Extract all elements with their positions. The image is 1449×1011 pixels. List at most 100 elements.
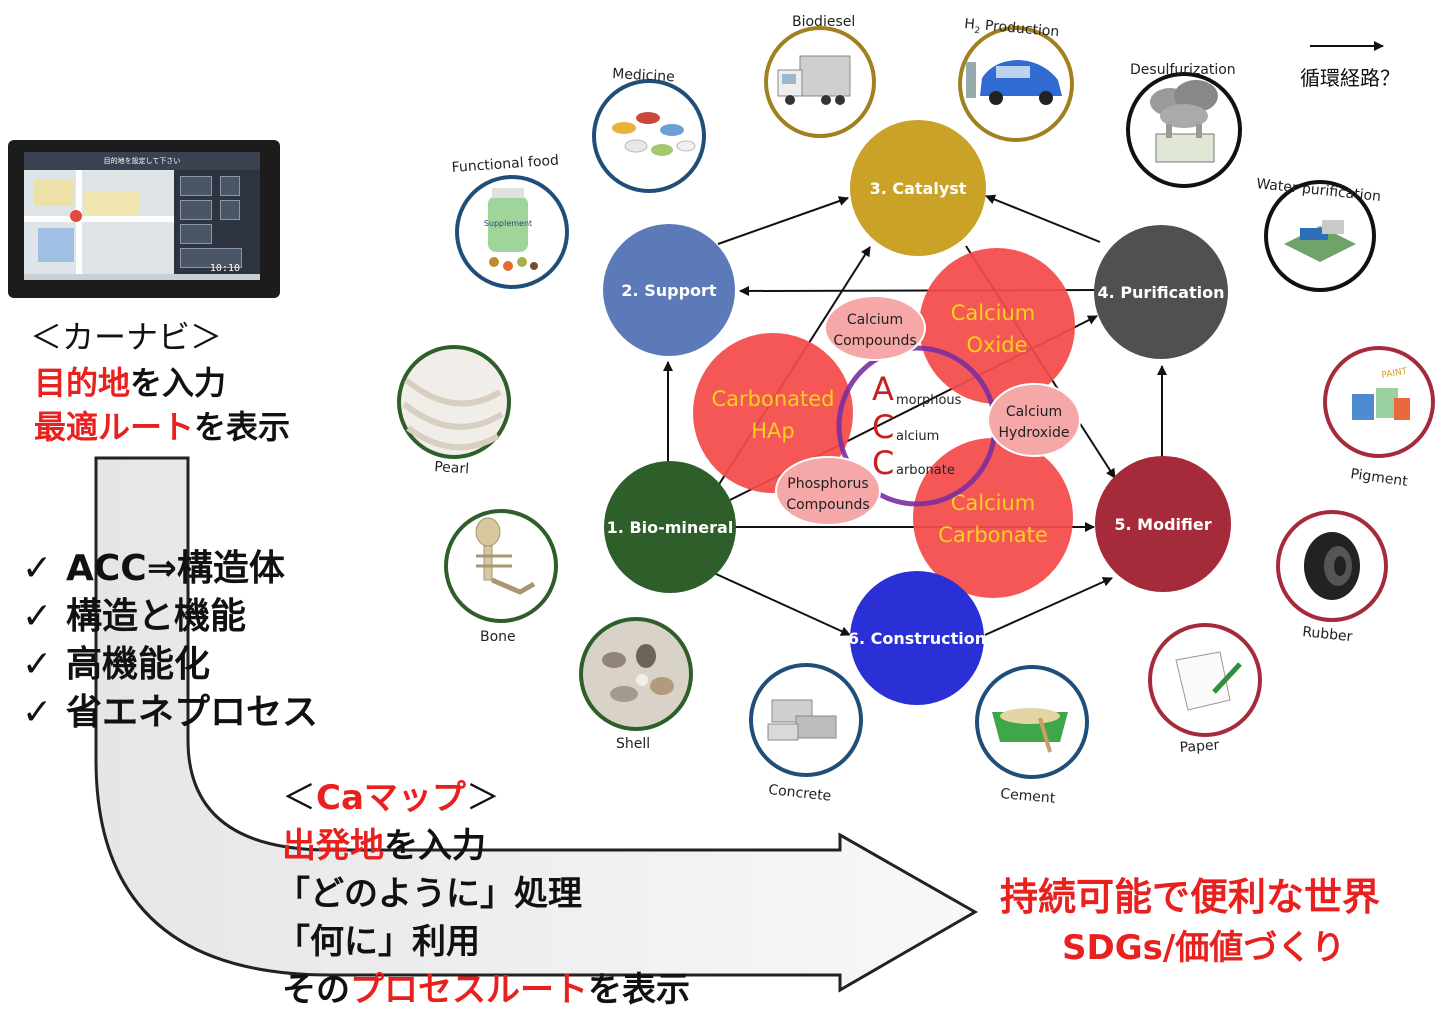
navi-clock: 10:10 xyxy=(209,263,240,274)
svg-text:Compounds: Compounds xyxy=(786,497,869,513)
skeleton-icon xyxy=(475,517,536,595)
node-support[interactable]: 2. Support xyxy=(603,224,735,356)
car-navigation-device: 目的地を設定して下さい 10:10 xyxy=(8,140,280,298)
app-pearl[interactable]: Pearl xyxy=(397,345,511,477)
factory-icon xyxy=(1150,80,1218,163)
app-concrete[interactable]: Concrete xyxy=(749,663,863,805)
app-shell[interactable]: Shell xyxy=(579,617,693,752)
navi-button[interactable] xyxy=(180,248,242,268)
navi-button[interactable] xyxy=(180,200,212,220)
checklist-item: ✓省エネプロセス xyxy=(22,689,318,737)
check-icon: ✓ xyxy=(22,644,53,685)
pearls-icon xyxy=(402,377,504,451)
node-purification[interactable]: 4. Purification xyxy=(1094,225,1228,359)
svg-text:Pearl: Pearl xyxy=(434,459,470,477)
car-navi-line2: 最適ルートを表示 xyxy=(34,402,290,448)
concrete-blocks-icon xyxy=(767,699,837,741)
feature-checklist: ✓ACC⇒構造体 ✓構造と機能 ✓高機能化 ✓省エネプロセス xyxy=(22,545,318,737)
ca-map-line4: そのプロセスルートを表示 xyxy=(282,970,690,1010)
svg-text:5. Modifier: 5. Modifier xyxy=(1114,515,1211,534)
tire-icon xyxy=(1304,532,1360,600)
car-icon xyxy=(966,60,1062,105)
svg-text:Medicine: Medicine xyxy=(612,66,675,85)
navi-header-text: 目的地を設定して下さい xyxy=(24,152,260,170)
ca-map-line1: 出発地を入力 xyxy=(282,826,486,866)
svg-text:HAp: HAp xyxy=(751,419,795,443)
svg-text:morphous: morphous xyxy=(896,393,962,408)
ca-map-title: ＜Caマップ＞ xyxy=(282,778,500,818)
paint-cans-icon: PAINT xyxy=(1352,367,1410,420)
svg-text:Paper: Paper xyxy=(1179,737,1220,756)
check-icon: ✓ xyxy=(22,596,53,637)
water-plant-icon xyxy=(1284,220,1356,262)
svg-text:Calcium: Calcium xyxy=(847,312,903,328)
app-medicine[interactable]: Medicine xyxy=(592,66,706,193)
svg-text:H2 Production: H2 Production xyxy=(963,16,1059,43)
svg-text:A: A xyxy=(872,370,894,408)
navi-button[interactable] xyxy=(220,200,240,220)
svg-text:arbonate: arbonate xyxy=(896,463,955,478)
app-biodiesel[interactable]: Biodiesel xyxy=(764,14,876,138)
svg-text:alcium: alcium xyxy=(896,429,939,444)
svg-text:Shell: Shell xyxy=(616,736,650,752)
svg-text:Concrete: Concrete xyxy=(768,782,832,805)
app-water-purification[interactable]: Water purification xyxy=(1256,176,1382,292)
node-bio-mineral[interactable]: 1. Bio-mineral xyxy=(604,461,736,593)
red-circle-hap: Carbonated HAp xyxy=(693,333,853,493)
svg-text:Carbonate: Carbonate xyxy=(938,523,1048,547)
navi-button[interactable] xyxy=(220,176,240,196)
svg-text:Pigment: Pigment xyxy=(1349,466,1409,490)
svg-text:Compounds: Compounds xyxy=(833,333,916,349)
car-navi-input: を入力 xyxy=(130,364,227,402)
svg-text:Functional food: Functional food xyxy=(451,153,559,176)
ca-map-line3: 「何に」利用 xyxy=(276,922,480,962)
svg-text:Oxide: Oxide xyxy=(966,333,1027,357)
svg-text:Calcium: Calcium xyxy=(951,301,1036,325)
car-navi-line1: 目的地を入力 xyxy=(34,358,226,404)
shells-icon xyxy=(602,644,674,702)
app-functional-food[interactable]: Supplement Functional food xyxy=(451,153,569,289)
node-construction[interactable]: 6. Construction xyxy=(848,571,986,705)
app-desulfurization[interactable]: Desulfurization xyxy=(1126,62,1242,188)
svg-text:Cement: Cement xyxy=(1000,786,1057,807)
legend-label: 循環経路？ xyxy=(1300,66,1400,90)
acc-acronym: A morphous C alcium C arbonate xyxy=(872,370,962,482)
svg-text:Desulfurization: Desulfurization xyxy=(1130,62,1236,78)
pink-circle-compounds: Calcium Compounds xyxy=(824,295,926,361)
app-h2-production[interactable]: H2 Production xyxy=(958,16,1074,142)
app-bone[interactable]: Bone xyxy=(444,509,558,645)
app-pigment[interactable]: PAINT Pigment xyxy=(1323,346,1435,490)
pink-circle-phosphorus: Phosphorus Compounds xyxy=(775,456,881,526)
svg-text:Supplement: Supplement xyxy=(484,219,532,228)
svg-text:1. Bio-mineral: 1. Bio-mineral xyxy=(607,518,734,537)
node-modifier[interactable]: 5. Modifier xyxy=(1095,456,1231,592)
truck-icon xyxy=(777,55,851,105)
ca-map-line2: 「どのように」処理 xyxy=(276,874,582,914)
app-cement[interactable]: Cement xyxy=(975,665,1089,807)
svg-text:PAINT: PAINT xyxy=(1381,367,1409,381)
checklist-item: ✓ACC⇒構造体 xyxy=(22,545,318,593)
node-catalyst[interactable]: 3. Catalyst xyxy=(850,120,986,256)
navi-button[interactable] xyxy=(180,176,212,196)
svg-text:Hydroxide: Hydroxide xyxy=(999,425,1070,441)
svg-text:Calcium: Calcium xyxy=(951,491,1036,515)
goal-line2: SDGs/価値づくり xyxy=(1062,928,1346,968)
checklist-item: ✓構造と機能 xyxy=(22,593,318,641)
pills-icon xyxy=(612,112,696,156)
navi-button-panel xyxy=(174,170,260,274)
svg-text:C: C xyxy=(872,444,894,482)
route-arrow xyxy=(94,456,979,993)
paper-icon xyxy=(1175,651,1242,711)
supplement-bottle-icon xyxy=(488,196,528,252)
check-icon: ✓ xyxy=(22,548,53,589)
car-navi-title: ＜カーナビ＞ xyxy=(30,318,223,356)
svg-text:4. Purification: 4. Purification xyxy=(1098,283,1225,302)
car-navi-display: を表示 xyxy=(194,408,291,446)
navi-button[interactable] xyxy=(180,224,212,244)
svg-text:2. Support: 2. Support xyxy=(621,281,716,300)
app-rubber[interactable]: Rubber xyxy=(1276,510,1388,645)
app-paper[interactable]: Paper xyxy=(1148,623,1262,756)
svg-text:Biodiesel: Biodiesel xyxy=(792,14,855,30)
svg-text:Bone: Bone xyxy=(480,629,516,645)
